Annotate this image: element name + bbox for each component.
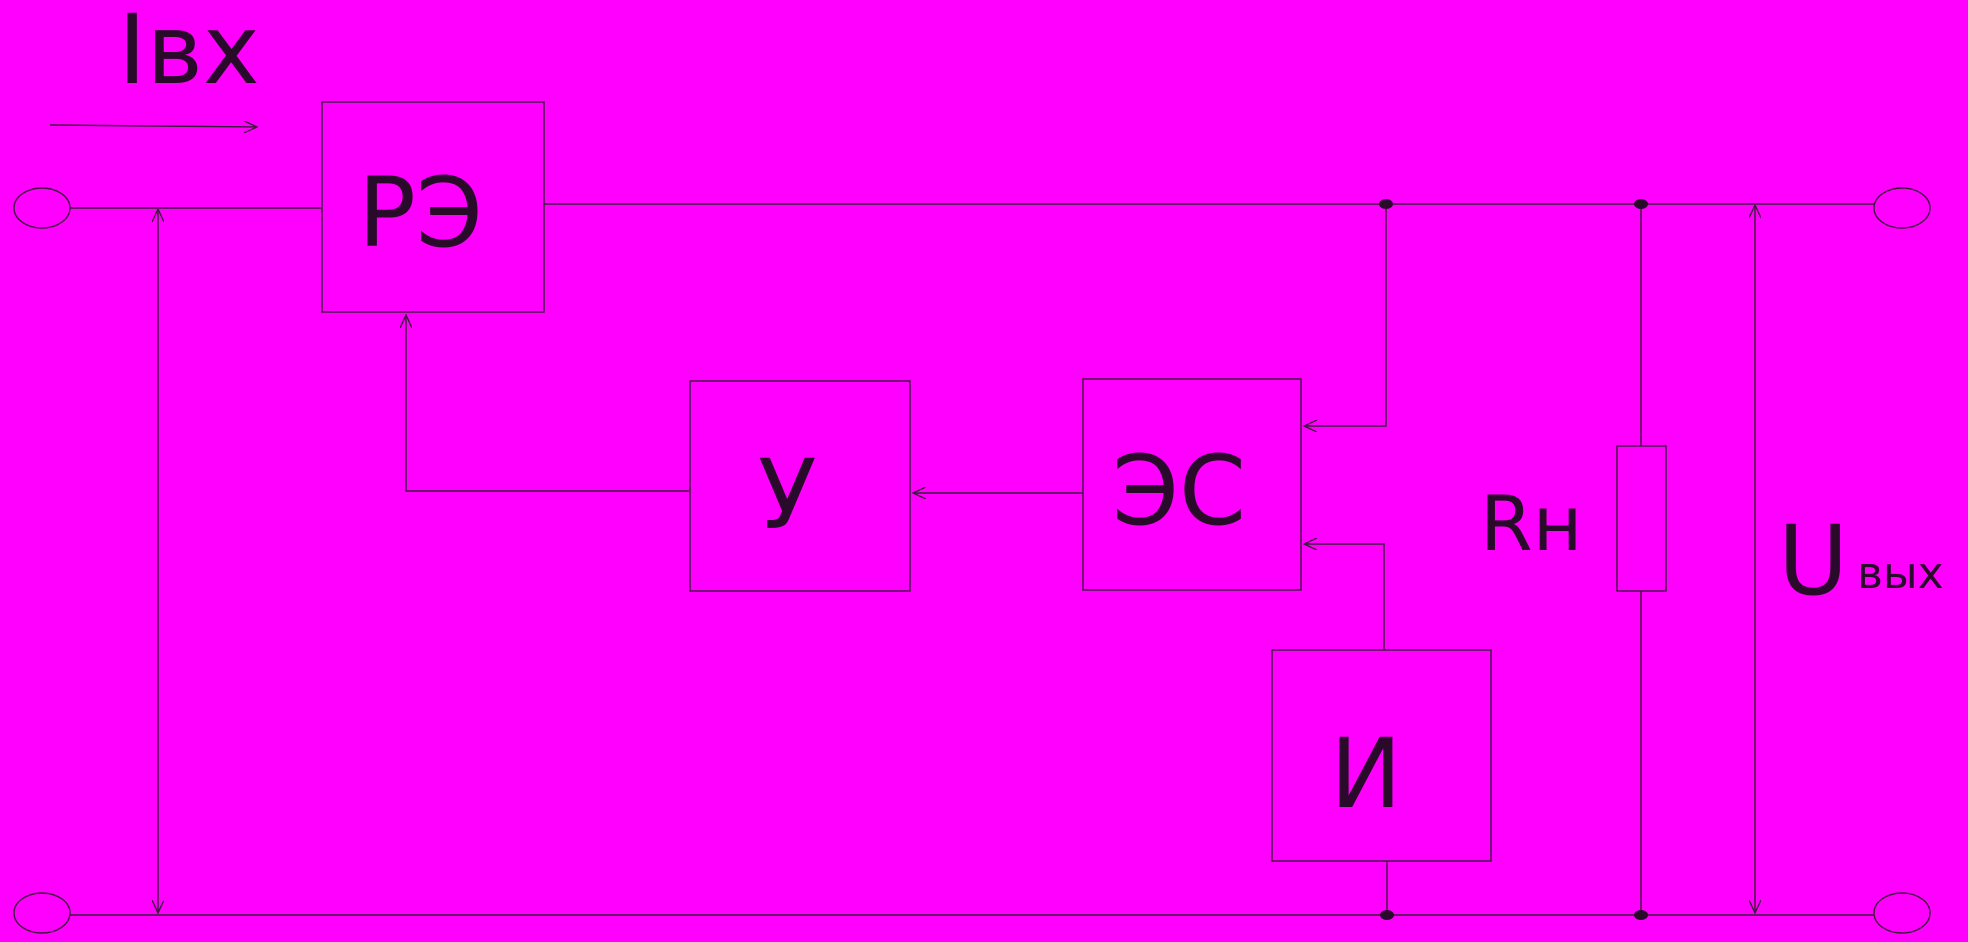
output-voltage-subscript: вых <box>1857 548 1944 599</box>
block-u-label: У <box>758 439 817 551</box>
block-i-label: И <box>1330 718 1402 830</box>
block-re-label: РЭ <box>358 157 483 269</box>
wire-i-to-es <box>1304 544 1385 650</box>
junction-dot <box>1380 910 1394 920</box>
output-terminal-top <box>1873 187 1931 229</box>
output-voltage-label: U <box>1778 505 1849 617</box>
junction-dot <box>1379 199 1393 209</box>
junction-dot <box>1634 910 1648 920</box>
wire-u-to-re <box>406 315 690 492</box>
resistor-rn <box>1616 445 1667 592</box>
load-resistor-label: Rн <box>1480 479 1583 568</box>
block-es <box>1082 378 1302 591</box>
block-re <box>321 101 545 313</box>
junction-dot <box>1634 199 1648 209</box>
input-current-label: Iвх <box>118 0 260 106</box>
block-i <box>1271 649 1492 862</box>
wire-output-to-es <box>1304 204 1387 426</box>
block-u <box>689 380 911 592</box>
input-terminal-bottom <box>13 892 71 934</box>
input-terminal-top <box>13 187 71 229</box>
input-current-arrow <box>49 125 257 127</box>
output-terminal-bottom <box>1873 892 1931 934</box>
block-es-label: ЭС <box>1112 435 1247 547</box>
